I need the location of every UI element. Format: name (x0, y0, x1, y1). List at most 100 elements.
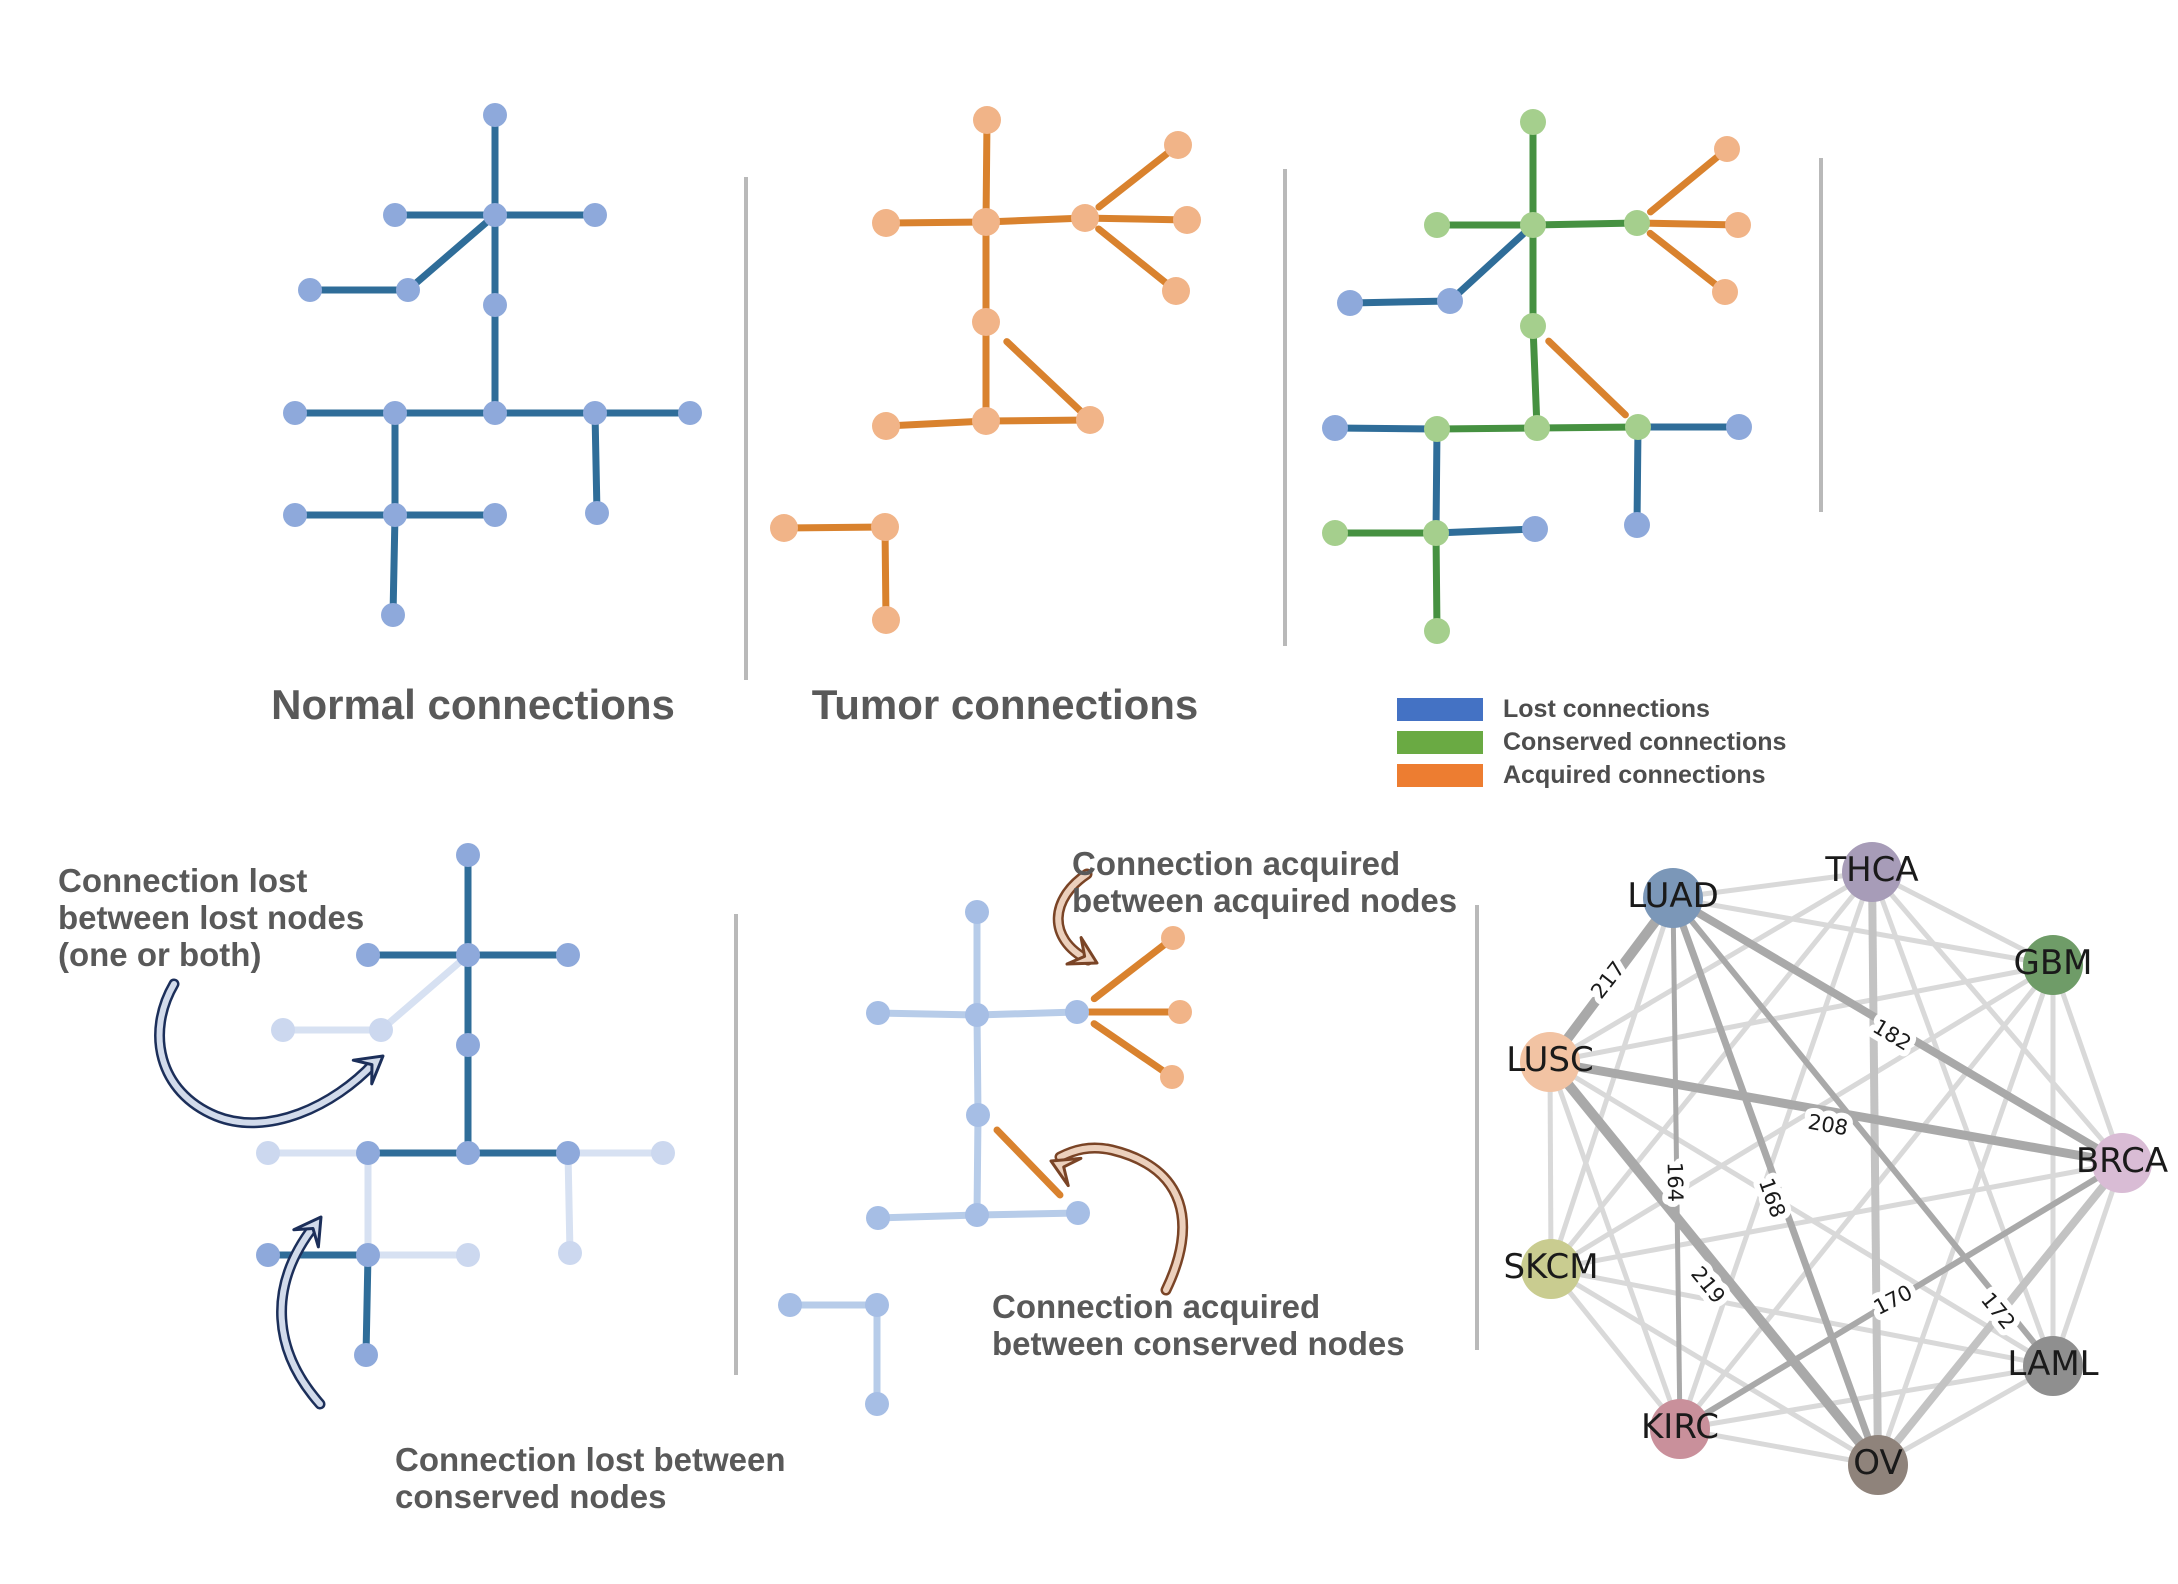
lost-connections-detail-network-node (369, 1018, 393, 1042)
cancer-edge-weight-label: 168 (1754, 1175, 1790, 1221)
cancer-network-edge (1672, 869, 1873, 901)
lost-connections-detail-network-node (354, 1343, 378, 1367)
arrow-acquired-between-conserved-nodes (1057, 1145, 1186, 1293)
lost-connections-detail-network-node (556, 1141, 580, 1165)
lost-connections-detail-network-node (356, 1141, 380, 1165)
normal-connections-network-node (383, 503, 407, 527)
acquired-connections-detail-network-node (965, 900, 989, 924)
merged-connections-network-edge (1432, 529, 1441, 635)
tumor-connections-network-node (770, 514, 798, 542)
cancer-network-label-gbm: GBM (2013, 943, 2092, 983)
cancer-network-label-skcm: SKCM (1503, 1247, 1598, 1287)
arrow-lost-between-conserved-nodes (278, 1223, 323, 1407)
tumor-connections-network-node (1162, 277, 1190, 305)
lost-connections-detail-network-edge (377, 951, 472, 1034)
cancer-network-edge (1679, 1426, 1879, 1468)
acquired-connections-detail-network-node (965, 1003, 989, 1027)
annotation-line: between lost nodes (58, 899, 365, 936)
acquired-connections-detail-network-node (1066, 1201, 1090, 1225)
lost-connections-detail-network-node (456, 943, 480, 967)
cancer-network-edge (1679, 1363, 2054, 1432)
arrow-acquired-between-conserved-nodes-head (1049, 1156, 1083, 1188)
acquired-connections-detail-network-node (1160, 1065, 1184, 1089)
normal-connections-network-node (585, 501, 609, 525)
arrow-lost-between-lost-nodes (156, 981, 377, 1126)
normal-connections-network-node (283, 503, 307, 527)
tumor-connections-network-edge (982, 214, 1089, 226)
annotation-line: Connection lost (58, 862, 308, 899)
merged-connections-network-edge (1633, 423, 1642, 529)
lost-connections-detail-network-node (456, 1141, 480, 1165)
normal-connections-network-node (583, 203, 607, 227)
cancer-network-edge (1876, 1363, 2055, 1468)
merged-connections-network-edge (1643, 219, 1737, 229)
tumor-connections-network-node (972, 407, 1000, 435)
merged-connections-network-node (1520, 109, 1546, 135)
tumor-connections-network-edge (780, 523, 889, 532)
connections-legend: Lost connections Conserved connections A… (1397, 693, 1786, 792)
tumor-connections-network-node (972, 208, 1000, 236)
acquired-connections-detail-network-node (866, 1001, 890, 1025)
cancer-network-edge (1870, 869, 2055, 968)
merged-connections-network-node (1437, 288, 1463, 314)
tumor-connections-network-node (973, 106, 1001, 134)
cancer-network-edge (1548, 1059, 2055, 1369)
cancer-network-node-lusc (1520, 1032, 1580, 1092)
tumor-connections-network-node (1076, 406, 1104, 434)
cancer-network-edge (1870, 870, 2124, 1165)
merged-connections-network-node (1522, 516, 1548, 542)
merged-connections-network-edge (1545, 337, 1629, 419)
annotation-line: between acquired nodes (1072, 882, 1458, 919)
cancer-edge-weight-label: 164 (1663, 1162, 1688, 1203)
normal-connections-network-node (298, 278, 322, 302)
normal-connections-network-node (483, 503, 507, 527)
tumor-connections-network-edge (1091, 214, 1186, 224)
lost-connections-detail-network-node (271, 1018, 295, 1042)
cancer-network-node-ov (1848, 1435, 1908, 1495)
cancer-network-edge (1550, 1266, 2054, 1369)
merged-connections-network-edge (1346, 297, 1454, 307)
tumor-connections-network-node (972, 308, 1000, 336)
cancer-network-node-luad (1643, 868, 1703, 928)
lost-connections-label: Lost connections (1503, 695, 1710, 723)
acquired-connections-detail-network-edge (973, 1209, 1082, 1219)
cancer-network-label-laml: LAML (2007, 1344, 2098, 1384)
cancer-network-label-brca: BRCA (2076, 1141, 2168, 1181)
annotation-acquired-between-conserved-nodes: Connection acquired between conserved no… (992, 1288, 1405, 1362)
acquired-connections-detail-network-node (965, 1203, 989, 1227)
acquired-connections-detail-network-edge (973, 1011, 982, 1119)
merged-connections-network-edge (1433, 424, 1541, 433)
cancer-network-node-laml (2023, 1336, 2083, 1396)
legend-row-acquired: Acquired connections (1397, 759, 1786, 792)
merged-connections-network-node (1520, 212, 1546, 238)
merged-connections-network-node (1322, 415, 1348, 441)
merged-connections-network-edge (1446, 221, 1537, 305)
normal-connections-network-node (483, 103, 507, 127)
tumor-connections-network-node (872, 606, 900, 634)
tumor-connections-network-node (1164, 131, 1192, 159)
acquired-connections-detail-network-node (866, 1206, 890, 1230)
cancer-network-edge (1549, 1267, 1682, 1431)
normal-connections-title: Normal connections (271, 681, 675, 728)
tumor-connections-network-edge (982, 416, 1094, 425)
tumor-connections-network-node (1071, 204, 1099, 232)
cancer-network-weighted-edge (1670, 896, 2056, 1368)
acquired-connections-detail-network-edge (993, 1126, 1064, 1199)
merged-connections-network-node (1424, 212, 1450, 238)
normal-connections-network-node (396, 278, 420, 302)
acquired-connections-detail-network-node (966, 1103, 990, 1127)
acquired-connections-detail-network-node (1161, 926, 1185, 950)
lost-connections-detail-network-node (356, 943, 380, 967)
cancer-network-edge (1677, 871, 1875, 1430)
merged-connections-network-edge (1432, 425, 1441, 537)
cancer-network-edge (1549, 962, 2054, 1065)
conserved-connections-swatch (1397, 731, 1483, 754)
merged-connections-network-node (1624, 512, 1650, 538)
merged-connections-network-node (1714, 136, 1740, 162)
lost-connections-detail-network-node (651, 1141, 675, 1165)
cancer-network-edge (2050, 1162, 2125, 1367)
cancer-network-label-ov: OV (1853, 1443, 1902, 1483)
merged-connections-network-edge (1533, 423, 1642, 432)
normal-connections-network-edge (404, 211, 499, 294)
